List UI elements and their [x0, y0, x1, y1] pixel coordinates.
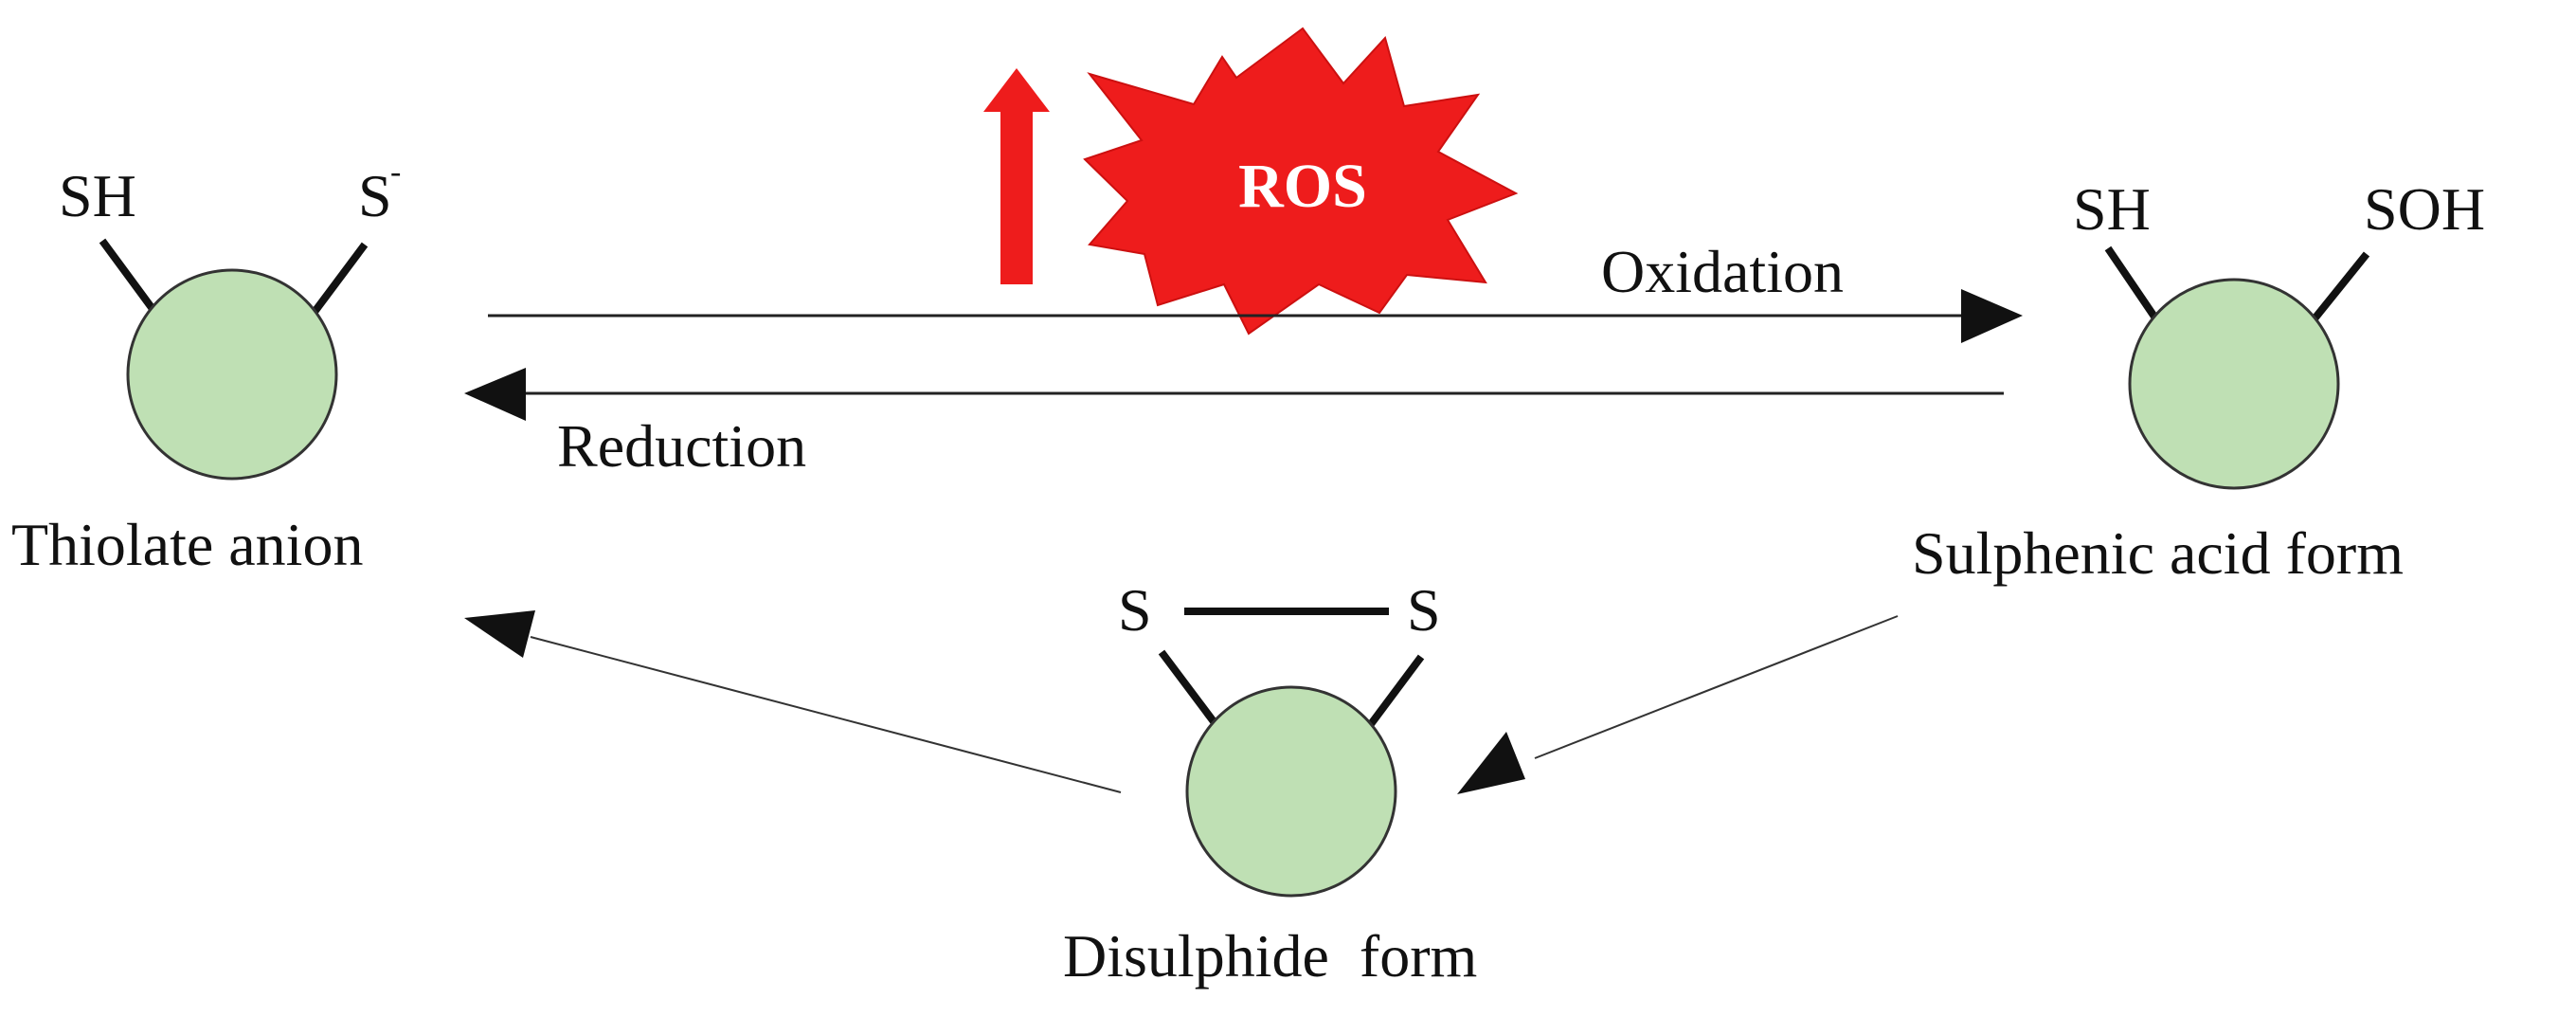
disulphide-to-thiolate-arrow [464, 610, 1122, 793]
thiolate-charge: - [390, 154, 401, 190]
sulphenic-left-group: SH [2073, 175, 2151, 243]
disulphide-name: Disulphide form [1063, 922, 1477, 990]
ros-burst: ROS [1083, 27, 1519, 336]
oxidation-arrow [488, 289, 2023, 343]
disulphide-node: S S Disulphide form [1063, 576, 1477, 990]
sulphenic-acid-node: SH SOH Sulphenic acid form [1912, 175, 2485, 587]
thiolate-left-group: SH [59, 162, 136, 229]
oxidation-label: Oxidation [1601, 238, 1844, 305]
reduction-label: Reduction [557, 412, 806, 480]
up-arrow-icon [983, 68, 1050, 284]
protein-circle [2128, 278, 2340, 490]
thiolate-right-group: S [358, 162, 392, 229]
disulphide-right-group: S [1407, 576, 1441, 644]
thiolate-anion-node: SH S - Thiolate anion [11, 154, 401, 578]
sulphenic-name: Sulphenic acid form [1912, 519, 2404, 587]
sulphenic-right-group: SOH [2364, 175, 2485, 243]
protein-circle [1185, 685, 1397, 898]
ros-label: ROS [1238, 152, 1367, 221]
reduction-arrow [464, 368, 2004, 421]
thiolate-name: Thiolate anion [11, 511, 363, 578]
starburst-icon [1083, 27, 1519, 336]
disulphide-left-group: S [1118, 576, 1152, 644]
sulphenic-to-disulphide-arrow [1457, 615, 1899, 794]
protein-circle [126, 268, 338, 481]
